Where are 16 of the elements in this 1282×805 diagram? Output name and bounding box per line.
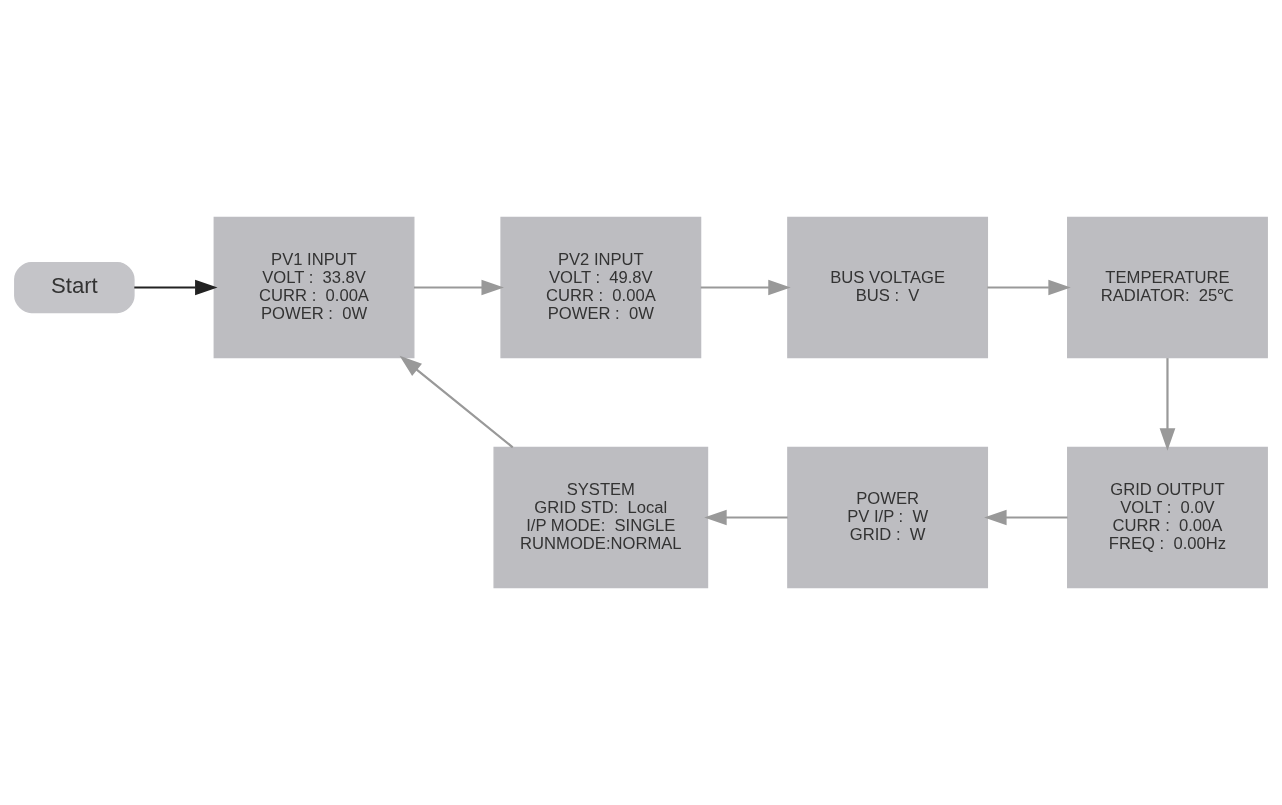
arrow <box>1159 358 1176 451</box>
arrow <box>984 509 1068 526</box>
arrow <box>704 509 788 526</box>
arrow <box>399 355 514 449</box>
arrow <box>700 279 791 296</box>
node-box: PV1 INPUT VOLT : 33.8V CURR : 0.00A POWER : 0W <box>213 216 415 359</box>
node-box: TEMPERATURE RADIATOR: 25℃ <box>1067 216 1268 359</box>
arrow <box>134 279 218 296</box>
node-box: Start <box>14 261 135 314</box>
node-box: PV2 INPUT VOLT : 49.8V CURR : 0.00A POWER : 0W <box>500 216 702 359</box>
arrow <box>413 279 504 296</box>
arrow <box>987 279 1071 296</box>
node-box: BUS VOLTAGE BUS : V <box>787 216 989 359</box>
node-box: SYSTEM GRID STD: Local I/P MODE: SINGLE RUNMODE:NORMAL <box>493 446 709 589</box>
node-box: GRID OUTPUT VOLT : 0.0V CURR : 0.00A FREQ : 0.00Hz <box>1067 446 1268 589</box>
node-box: POWER PV I/P : W GRID : W <box>787 446 989 589</box>
